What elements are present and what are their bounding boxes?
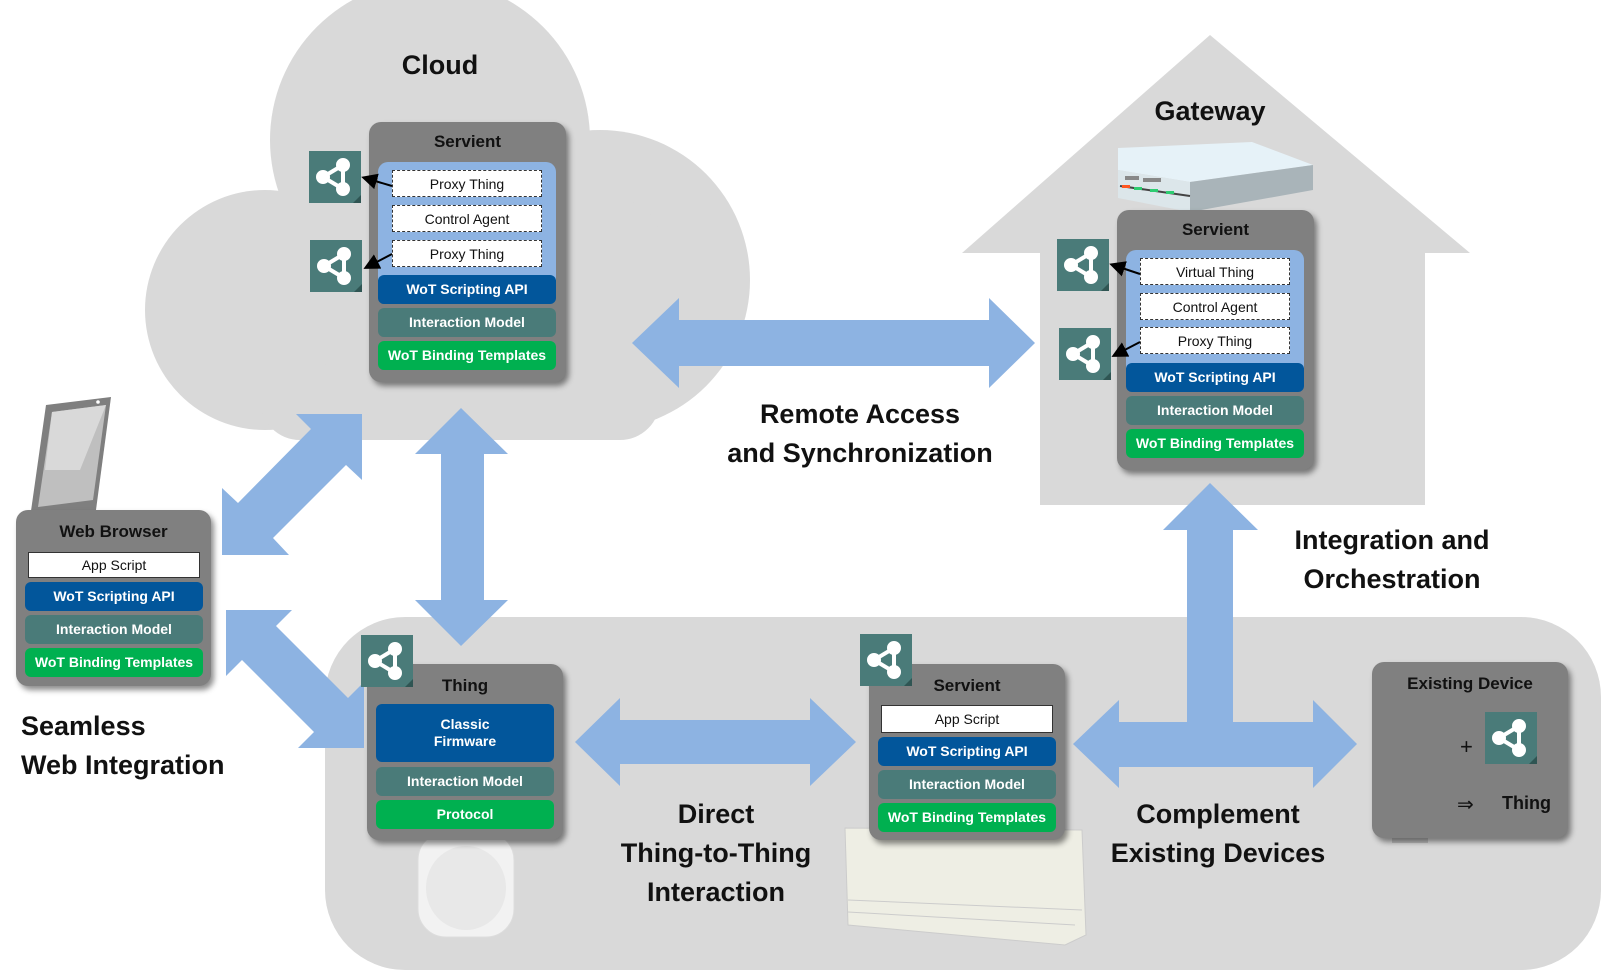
cloud-title: Cloud <box>401 50 479 80</box>
cloud-servient: Servient Proxy Thing Control Agent Proxy… <box>369 122 566 382</box>
remote-access-label: Remote Access and Synchronization <box>700 395 1020 473</box>
thing-title: Thing <box>441 676 489 695</box>
firmware-line: Classic <box>440 716 490 733</box>
scripting-api-layer: WoT Scripting API <box>378 275 556 304</box>
existing-device-box: Existing Device + ⇒ Thing <box>1372 662 1568 838</box>
label-line: Seamless <box>21 711 146 741</box>
web-integration-label: Seamless Web Integration <box>21 707 301 785</box>
interaction-model-layer: Interaction Model <box>376 767 554 796</box>
binding-templates-layer: WoT Binding Templates <box>1126 429 1304 458</box>
router-image <box>1118 142 1313 212</box>
integration-label: Integration and Orchestration <box>1262 521 1522 599</box>
protocol-layer: Protocol <box>376 800 554 829</box>
thing-result: Thing <box>1502 793 1551 813</box>
thing-description-icon[interactable] <box>1059 328 1111 380</box>
direct-interaction-label: Direct Thing-to-Thing Interaction <box>596 795 836 912</box>
local-servient: Servient App Script WoT Scripting API In… <box>869 664 1065 840</box>
servient-title: Servient <box>933 676 1001 695</box>
label-line: Web Integration <box>21 750 225 780</box>
interaction-model-layer: Interaction Model <box>878 770 1056 799</box>
control-agent-script[interactable]: Control Agent <box>392 205 542 232</box>
classic-firmware-layer: Classic Firmware <box>376 704 554 762</box>
thing-description-icon[interactable] <box>361 635 413 687</box>
label-line: Existing Devices <box>1110 838 1326 868</box>
thing-description-icon[interactable] <box>310 240 362 292</box>
thing-description-icon[interactable] <box>1485 712 1537 764</box>
plus-sign: + <box>1460 734 1473 759</box>
motion-sensor-image <box>417 831 515 938</box>
thing-description-icon[interactable] <box>1057 239 1109 291</box>
scripting-api-layer: WoT Scripting API <box>1126 363 1304 392</box>
firmware-line: Firmware <box>433 733 497 749</box>
servient-title: Servient <box>433 132 502 151</box>
interaction-model-layer: Interaction Model <box>1126 396 1304 425</box>
thing-description-icon[interactable] <box>860 634 912 686</box>
tablet-image <box>30 397 111 518</box>
interaction-model-layer: Interaction Model <box>378 308 556 337</box>
control-agent-script[interactable]: Control Agent <box>1140 293 1290 320</box>
binding-templates-layer: WoT Binding Templates <box>878 803 1056 832</box>
app-script[interactable]: App Script <box>28 552 200 578</box>
app-script[interactable]: App Script <box>881 705 1053 733</box>
label-line: Complement <box>1136 799 1300 829</box>
remote-access-arrow <box>632 298 1035 388</box>
label-line: Direct <box>677 799 755 829</box>
label-line: Integration and <box>1294 525 1490 555</box>
existing-device-title: Existing Device <box>1407 674 1533 693</box>
scripting-api-layer: WoT Scripting API <box>25 582 203 611</box>
implies-arrow: ⇒ <box>1457 794 1474 816</box>
label-line: Remote Access <box>759 399 961 429</box>
thing-box: Thing Classic Firmware Interaction Model… <box>367 664 563 840</box>
proxy-thing-script[interactable]: Proxy Thing <box>392 170 542 197</box>
interaction-model-layer: Interaction Model <box>25 615 203 644</box>
label-line: Thing-to-Thing <box>620 838 812 868</box>
label-line: and Synchronization <box>727 438 993 468</box>
browser-thing-arrow <box>226 610 364 748</box>
browser-cloud-arrow <box>222 414 362 555</box>
integration-arrow <box>1073 483 1357 788</box>
binding-templates-layer: WoT Binding Templates <box>25 648 203 677</box>
web-browser: Web Browser App Script WoT Scripting API… <box>16 510 211 686</box>
complement-devices-label: Complement Existing Devices <box>1088 795 1348 873</box>
virtual-thing-script[interactable]: Virtual Thing <box>1140 258 1290 285</box>
label-line: Interaction <box>646 877 786 907</box>
binding-templates-layer: WoT Binding Templates <box>378 341 556 370</box>
thing-description-icon[interactable] <box>309 151 361 203</box>
direct-interaction-arrow <box>575 698 856 786</box>
cloud-thing-arrow <box>415 408 508 646</box>
proxy-thing-script[interactable]: Proxy Thing <box>392 240 542 267</box>
web-browser-title: Web Browser <box>59 522 168 541</box>
gateway-title: Gateway <box>1154 96 1266 126</box>
servient-title: Servient <box>1181 220 1250 239</box>
label-line: Orchestration <box>1303 564 1481 594</box>
proxy-thing-script[interactable]: Proxy Thing <box>1140 327 1290 354</box>
scripting-api-layer: WoT Scripting API <box>878 737 1056 766</box>
air-conditioner-image <box>844 827 1087 946</box>
gateway-servient: Servient Virtual Thing Control Agent Pro… <box>1117 210 1314 470</box>
